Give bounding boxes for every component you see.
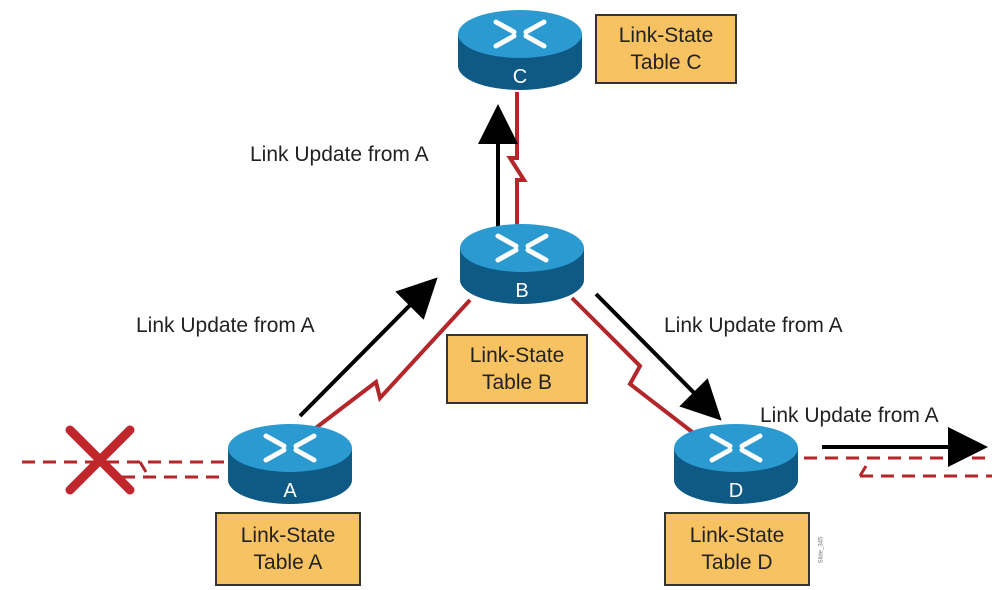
update-label-a-b: Link Update from A — [136, 314, 315, 337]
link-state-table-c: Link-State Table C — [595, 14, 737, 84]
link-state-table-a: Link-State Table A — [215, 512, 361, 586]
table-title: Link-State — [240, 524, 336, 547]
onward-link-tick — [858, 465, 868, 477]
table-name: Table A — [253, 551, 323, 574]
failed-link-tick — [138, 461, 148, 473]
update-label-b-c: Link Update from A — [250, 143, 429, 166]
router-label: C — [512, 66, 528, 88]
router-label: A — [283, 480, 297, 502]
router-c[interactable]: C — [456, 8, 584, 92]
serial-link-b-d — [570, 296, 702, 440]
router-b[interactable]: B — [458, 222, 586, 306]
table-title: Link-State — [618, 24, 714, 47]
table-name: Table C — [630, 51, 702, 74]
router-label: B — [515, 280, 529, 302]
update-label-b-d: Link Update from A — [664, 314, 843, 337]
router-d[interactable]: D — [672, 422, 800, 506]
update-label-onward: Link Update from A — [760, 404, 939, 427]
figure-id-stamp: Slide_345 — [814, 533, 828, 567]
figure-id: Slide_345 — [818, 536, 825, 564]
table-name: Table D — [701, 551, 773, 574]
table-title: Link-State — [689, 524, 785, 547]
link-state-table-b: Link-State Table B — [446, 334, 588, 404]
router-a[interactable]: A — [226, 422, 354, 506]
router-icon — [228, 424, 352, 504]
update-arrow-a-b — [298, 277, 438, 418]
serial-link-b-c — [506, 92, 528, 245]
serial-link-a-b — [298, 298, 472, 442]
router-icon — [460, 224, 584, 304]
router-icon — [458, 10, 582, 90]
table-name: Table B — [481, 371, 553, 394]
x-mark-icon — [65, 425, 135, 495]
update-arrow-b-d — [594, 292, 722, 421]
router-label: D — [728, 480, 744, 502]
table-title: Link-State — [469, 344, 565, 367]
router-icon — [674, 424, 798, 504]
link-state-table-d: Link-State Table D — [664, 512, 810, 586]
